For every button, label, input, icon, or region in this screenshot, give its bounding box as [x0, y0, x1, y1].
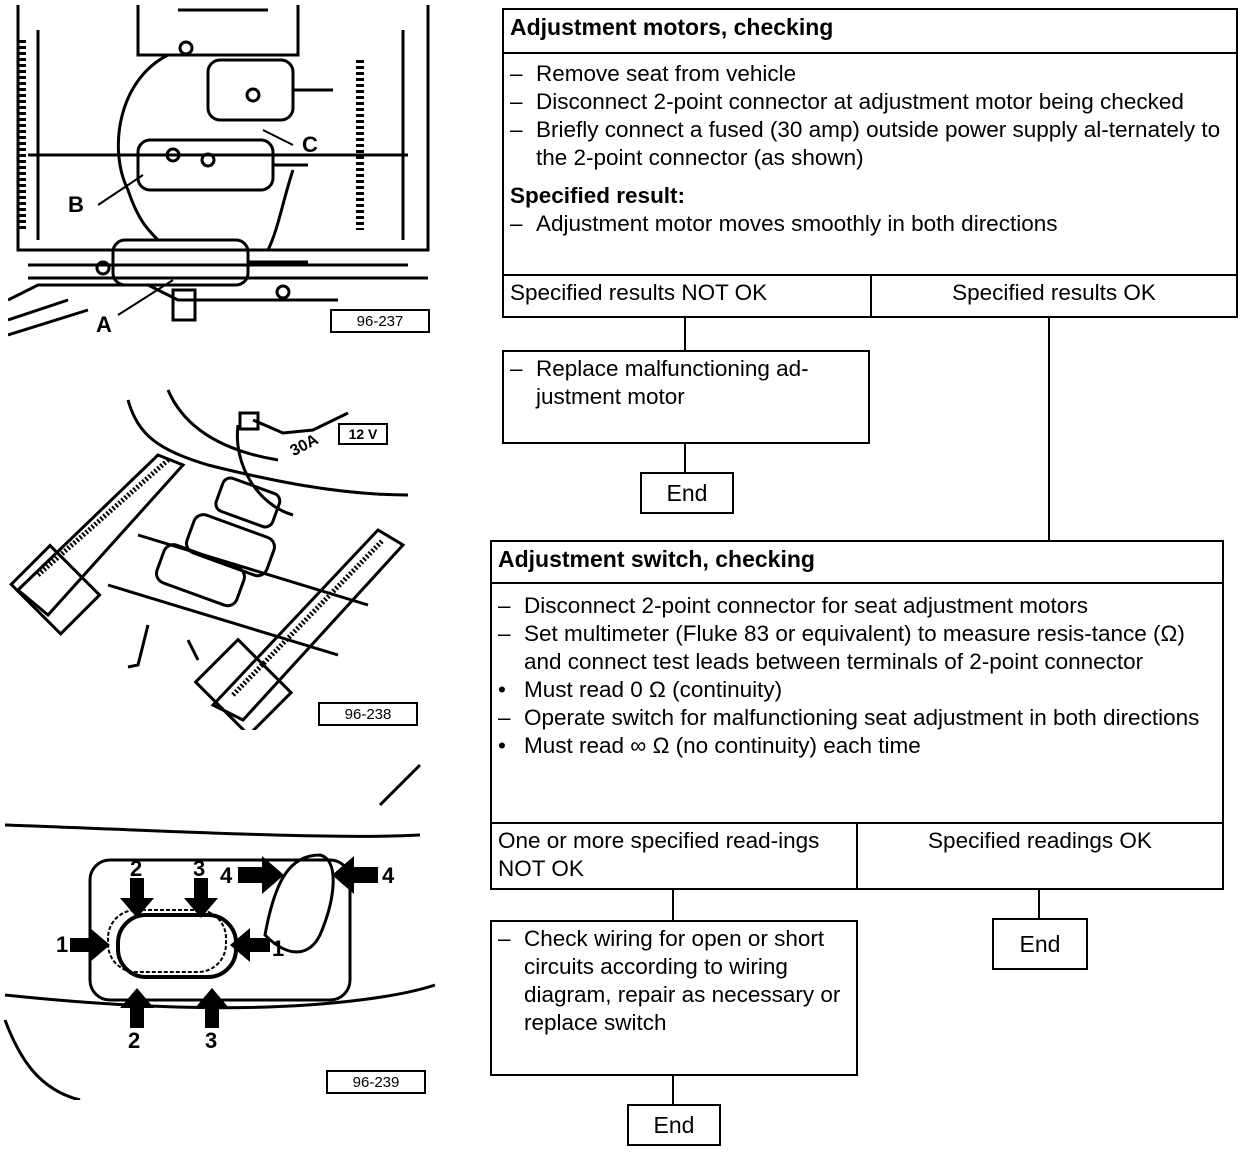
switch-wiring-box: –Check wiring for open or short circuits… — [490, 920, 858, 1076]
motors-step-text: Briefly connect a fused (30 amp) outside… — [536, 117, 1221, 170]
dash-marker: – — [510, 89, 523, 114]
switch-item-text: Must read 0 Ω (continuity) — [524, 677, 783, 702]
dash-marker: – — [510, 117, 523, 142]
end-box: End — [992, 918, 1088, 970]
motors-result-text: Adjustment motor moves smoothly in both … — [536, 211, 1058, 236]
switch-item-text: Operate switch for malfunctioning seat a… — [524, 705, 1200, 730]
item-marker: • — [498, 733, 506, 758]
connector-line — [684, 318, 686, 352]
switch-item-text: Set multimeter (Fluke 83 or equivalent) … — [524, 621, 1185, 674]
item-marker: • — [498, 677, 506, 702]
switch-item: • Must read ∞ Ω (no continuity) each time — [498, 732, 1216, 760]
motors-replace-box: –Replace malfunctioning ad-justment moto… — [502, 350, 870, 444]
dash-marker: – — [510, 356, 523, 381]
dash-marker: – — [510, 61, 523, 86]
motors-result-label: Specified result: — [510, 183, 686, 208]
end-label: End — [653, 1111, 695, 1138]
fig1-label-c: C — [302, 132, 318, 157]
switch-illustration — [3, 763, 436, 1102]
figure-seat-motors: B A C 96-237 — [7, 0, 440, 340]
switch-item-text: Disconnect 2-point connector for seat ad… — [524, 593, 1089, 618]
switch-item: –Operate switch for malfunctioning seat … — [498, 704, 1216, 732]
motors-replace-action: –Replace malfunctioning ad-justment moto… — [510, 355, 862, 411]
fig3-id-box: 96-239 — [326, 1070, 426, 1094]
connector-line — [1048, 318, 1050, 542]
switch-item-text: Must read ∞ Ω (no continuity) each time — [524, 733, 921, 758]
switch-item: –Disconnect 2-point connector for seat a… — [498, 592, 1216, 620]
connector-line — [684, 444, 686, 474]
motors-check-title: Adjustment motors, checking — [504, 10, 1236, 54]
item-marker: – — [498, 593, 511, 618]
item-marker: – — [498, 705, 511, 730]
motors-step-text: Disconnect 2-point connector at adjustme… — [536, 89, 1184, 114]
end-label: End — [1019, 930, 1061, 957]
figure-power-supply: 30A 12 V 96-238 — [8, 385, 440, 738]
switch-check-body: –Disconnect 2-point connector for seat a… — [498, 592, 1216, 760]
switch-check-box: Adjustment switch, checking –Disconnect … — [490, 540, 1224, 890]
motors-check-box: Adjustment motors, checking –Remove seat… — [502, 8, 1238, 318]
fig3-id-label: 96-239 — [352, 1073, 400, 1091]
motors-step: –Remove seat from vehicle — [510, 60, 1230, 88]
arrow-label-1-left: 1 — [56, 932, 69, 957]
switch-branch-not-ok: One or more specified read-ings NOT OK — [492, 824, 858, 888]
switch-branch-row: One or more specified read-ings NOT OK S… — [492, 822, 1222, 888]
motors-result: –Adjustment motor moves smoothly in both… — [510, 210, 1230, 238]
fig1-id-box: 96-237 — [330, 309, 430, 333]
arrow-label-1-right: 1 — [272, 936, 285, 961]
seat-motors-illustration — [7, 5, 430, 337]
arrow-label-3-top: 3 — [193, 856, 206, 881]
connector-line — [1038, 890, 1040, 920]
switch-check-title: Adjustment switch, checking — [492, 542, 1222, 584]
arrow-label-4-right: 4 — [382, 863, 395, 888]
dash-marker: – — [510, 211, 523, 236]
switch-branch-ok: Specified readings OK — [928, 828, 1152, 853]
motors-replace-text: Replace malfunctioning ad-justment motor — [536, 356, 809, 409]
arrow-label-2-top: 2 — [130, 856, 143, 881]
motors-step-text: Remove seat from vehicle — [536, 61, 797, 86]
figure-switch: 1 1 2 2 3 3 4 4 96-239 — [0, 760, 440, 1102]
fig2-battery-box: 12 V — [338, 423, 388, 445]
power-supply-illustration — [9, 389, 409, 738]
motors-step: –Disconnect 2-point connector at adjustm… — [510, 88, 1230, 116]
end-box: End — [640, 472, 734, 514]
switch-wiring-text: Check wiring for open or short circuits … — [524, 926, 841, 1035]
arrow-label-2-bottom: 2 — [128, 1028, 141, 1053]
motors-branch-ok: Specified results OK — [952, 280, 1156, 305]
arrow-label-3-bottom: 3 — [205, 1028, 218, 1053]
fig1-id-label: 96-237 — [356, 312, 404, 330]
connector-line — [672, 1076, 674, 1106]
motors-check-body: –Remove seat from vehicle –Disconnect 2-… — [510, 60, 1230, 238]
switch-item: –Set multimeter (Fluke 83 or equivalent)… — [498, 620, 1216, 676]
fig2-battery-label: 12 V — [348, 426, 378, 442]
item-marker: – — [498, 621, 511, 646]
fig1-label-a: A — [96, 312, 112, 337]
end-box: End — [627, 1104, 721, 1146]
motors-branch-not-ok: Specified results NOT OK — [504, 276, 872, 316]
fig1-label-b: B — [68, 192, 84, 217]
motors-step: –Briefly connect a fused (30 amp) outsid… — [510, 116, 1230, 172]
arrow-label-4-left: 4 — [220, 863, 233, 888]
dash-marker: – — [498, 926, 511, 951]
end-label: End — [666, 479, 708, 506]
connector-line — [672, 890, 674, 922]
switch-wiring-action: –Check wiring for open or short circuits… — [498, 925, 850, 1037]
switch-item: • Must read 0 Ω (continuity) — [498, 676, 1216, 704]
fig2-id-box: 96-238 — [318, 702, 418, 726]
fig2-id-label: 96-238 — [344, 705, 392, 723]
motors-branch-row: Specified results NOT OK Specified resul… — [504, 274, 1236, 316]
